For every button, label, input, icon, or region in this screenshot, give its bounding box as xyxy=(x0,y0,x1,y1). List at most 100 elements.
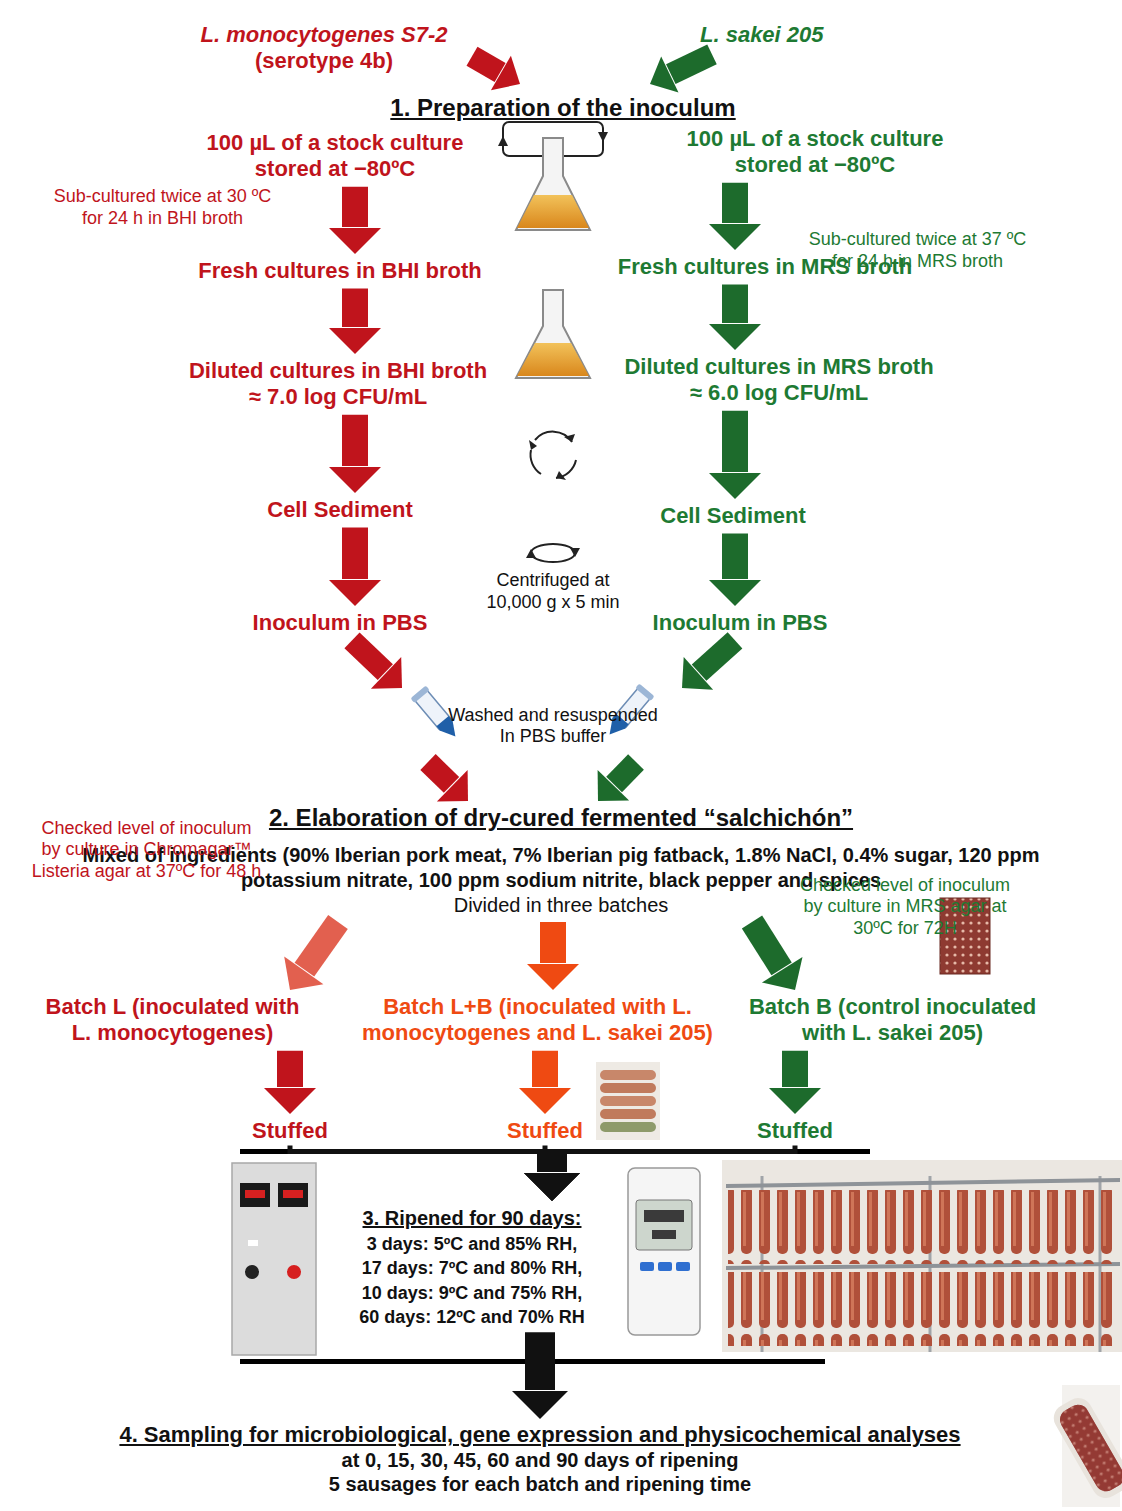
wash-loop xyxy=(531,544,575,562)
sausage xyxy=(600,1109,656,1119)
flow-arrow xyxy=(769,1051,821,1114)
arrow-head xyxy=(524,1173,580,1201)
controller-tag xyxy=(248,1240,258,1246)
step-label: Stuffed xyxy=(745,1118,845,1144)
sausage xyxy=(600,1070,656,1080)
arrow-head xyxy=(598,770,630,801)
step-label: L. sakei 205 xyxy=(700,22,870,48)
display-digits xyxy=(245,1190,265,1198)
arrow-shaft xyxy=(352,640,385,672)
step-label: Inoculum in PBS xyxy=(645,610,835,636)
controller-button xyxy=(287,1265,301,1279)
arrow-head xyxy=(524,1173,580,1201)
flask-icon xyxy=(516,290,590,378)
logger-photo xyxy=(628,1168,700,1335)
flow-arrow xyxy=(650,54,712,92)
drying-rack-photo xyxy=(722,1160,1122,1352)
flow-arrow xyxy=(472,56,520,91)
hanging-sausages xyxy=(728,1190,1118,1264)
flow-arrow xyxy=(290,1145,580,1201)
flow-arrow xyxy=(709,284,761,350)
sausage-slice xyxy=(1049,1393,1122,1503)
tube-cap xyxy=(410,686,429,703)
rack-rail xyxy=(726,1180,1120,1186)
arrow-shaft xyxy=(532,1051,558,1087)
logger-screen xyxy=(636,1200,692,1250)
arrow-head xyxy=(762,957,803,990)
flask-broth xyxy=(517,343,589,376)
step-text: (serotype 4b) xyxy=(174,48,474,74)
arrow-shaft xyxy=(552,1145,795,1151)
arrow-head xyxy=(519,1088,571,1114)
flow-arrow xyxy=(264,1051,316,1114)
flask-icon xyxy=(516,138,590,230)
step-text: Diluted cultures in BHI broth ≈ 7.0 log … xyxy=(184,358,492,411)
cycle-head xyxy=(564,434,575,442)
step-text: 17 days: 7ºC and 80% RH, xyxy=(322,1256,622,1280)
flow-arrow xyxy=(284,922,338,990)
controller-knob xyxy=(245,1265,259,1279)
section-heading: 2. Elaboration of dry-cured fermented “s… xyxy=(161,804,961,833)
ripening-step: 3. Ripened for 90 days:3 days: 5ºC and 8… xyxy=(322,1205,622,1329)
arrow-shaft xyxy=(722,533,748,579)
rack-rail xyxy=(726,1264,1120,1268)
annotation-note: Centrifuged at 10,000 g x 5 min xyxy=(473,570,633,613)
step-text: L. sakei 205 xyxy=(700,22,870,48)
step-label: Cell Sediment xyxy=(648,503,818,529)
arrow-shaft xyxy=(722,183,748,223)
step-text: 60 days: 12ºC and 70% RH xyxy=(322,1305,622,1329)
centrifuge-icon xyxy=(529,432,576,480)
controller-display xyxy=(240,1183,270,1207)
flow-arrow xyxy=(709,183,761,250)
chamber-wall xyxy=(722,1160,1122,1352)
arrow-head xyxy=(329,467,381,493)
batch-label: Batch B (control inoculated with L. sake… xyxy=(740,994,1045,1047)
controller-photo xyxy=(232,1163,316,1355)
annotation-note: Sub-cultured twice at 30 ºC for 24 h in … xyxy=(45,186,280,229)
flask-glass xyxy=(516,290,590,378)
wash-icon xyxy=(526,544,580,562)
step-label: 100 µL of a stock culture stored at −80º… xyxy=(665,126,965,179)
cycle-head xyxy=(556,471,566,480)
sausage-plate-photo xyxy=(596,1062,660,1140)
arrow-shaft xyxy=(722,411,748,472)
step-label: 100 µL of a stock culture stored at −80º… xyxy=(190,130,480,183)
logger-button xyxy=(676,1262,690,1271)
arrow-shaft xyxy=(277,1051,303,1087)
cycle-head xyxy=(529,440,537,450)
sampling-step: 4. Sampling for microbiological, gene ex… xyxy=(20,1422,1060,1496)
step-text: Inoculum in PBS xyxy=(645,610,835,636)
heading-text: 2. Elaboration of dry-cured fermented “s… xyxy=(161,804,961,833)
batch-label: Batch L (inoculated with L. monocytogene… xyxy=(35,994,310,1047)
step-label: Diluted cultures in MRS broth ≈ 6.0 log … xyxy=(620,354,938,407)
step-text: Cell Sediment xyxy=(648,503,818,529)
sausage-interior xyxy=(1056,1401,1122,1496)
arrow-shaft xyxy=(722,284,748,323)
sausage xyxy=(600,1096,656,1106)
arrow-shaft xyxy=(525,1332,555,1390)
arrow-head xyxy=(284,957,323,990)
step-text: Inoculum in PBS xyxy=(245,610,435,636)
flow-arrow xyxy=(329,187,381,254)
arrow-shaft xyxy=(342,415,368,466)
flow-arrow xyxy=(527,922,579,990)
step-text: 3 days: 5ºC and 85% RH, xyxy=(322,1232,622,1256)
arrow-head xyxy=(329,328,381,354)
garnish xyxy=(600,1122,656,1132)
hanging-sausages xyxy=(728,1272,1118,1346)
arrow-head xyxy=(650,57,679,93)
step-label: Stuffed xyxy=(240,1118,340,1144)
heading-text: 4. Sampling for microbiological, gene ex… xyxy=(20,1422,1060,1448)
heading-text: 1. Preparation of the inoculum xyxy=(373,94,753,123)
arrow-shaft xyxy=(699,640,735,672)
arrow-head xyxy=(769,1088,821,1114)
logger-body xyxy=(628,1168,700,1335)
logger-button xyxy=(640,1262,654,1271)
heading-text: 3. Ripened for 90 days: xyxy=(322,1205,622,1232)
arrow-shaft xyxy=(537,1150,567,1172)
arrow-shaft xyxy=(472,56,500,72)
arrow-head xyxy=(524,1173,580,1201)
arrow-head xyxy=(709,473,761,499)
arrow-shaft xyxy=(782,1051,808,1087)
